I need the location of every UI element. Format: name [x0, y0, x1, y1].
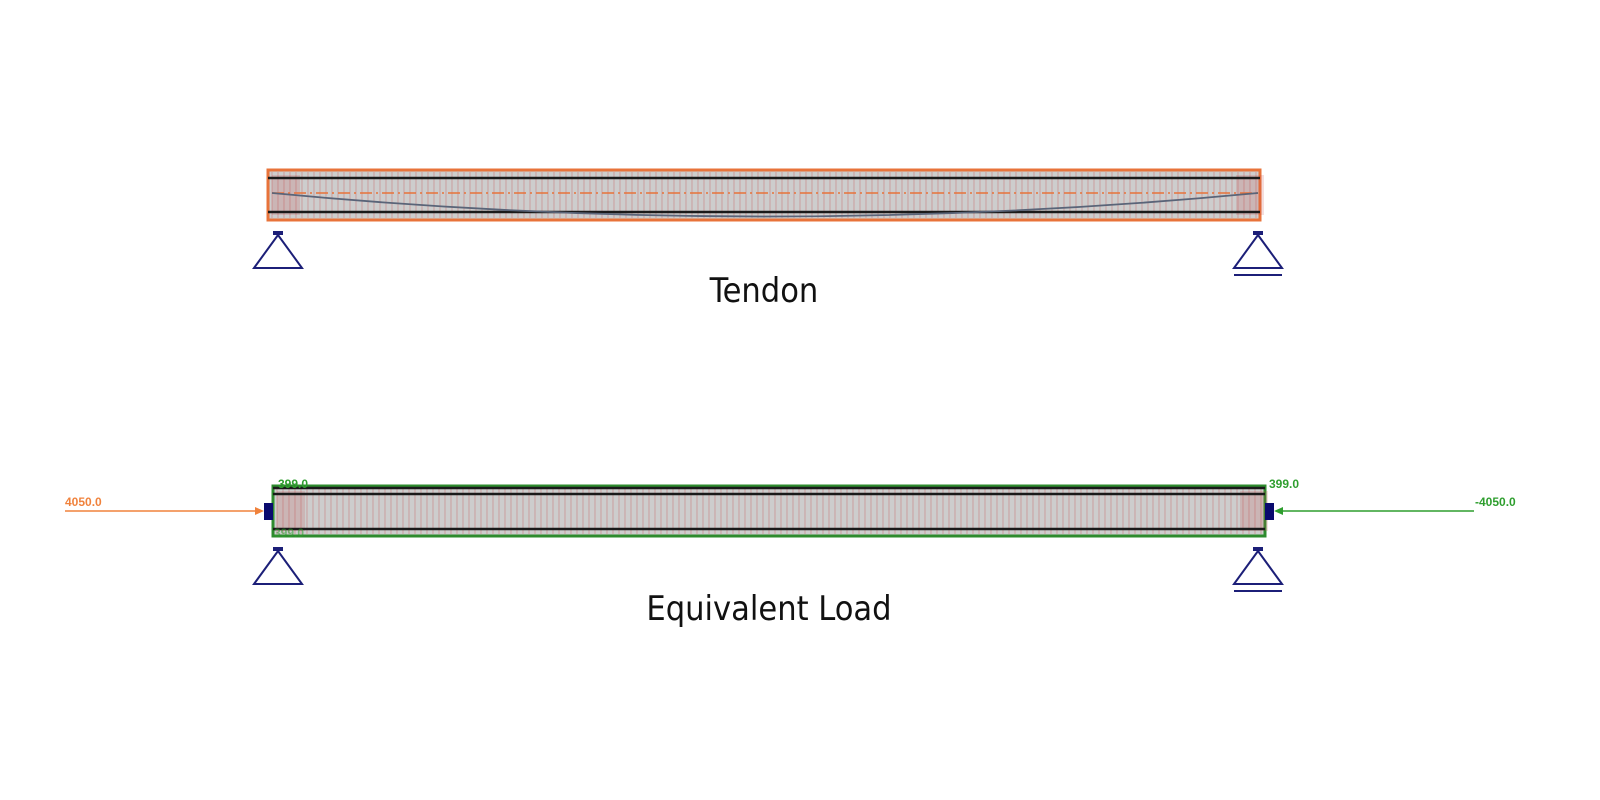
- equivalent-load-diagram: 4050.0 -4050.0 399.0 399.0 399.0 Equival…: [65, 477, 1516, 629]
- right-top-moment-label: 399.0: [1269, 477, 1299, 491]
- tendon-profile-curve: [271, 192, 1259, 218]
- tendon-beam-hatching: [271, 172, 1257, 218]
- load-left-end-zone: [277, 491, 305, 531]
- left-top-moment-label: 399.0: [278, 477, 308, 491]
- load-beam-hatching: [276, 489, 1262, 534]
- pin-support-icon: [252, 547, 304, 585]
- roller-support-icon: [1232, 547, 1284, 592]
- right-axial-load-label: -4050.0: [1475, 495, 1516, 509]
- right-axial-load-arrow-icon: [1274, 507, 1474, 515]
- left-axial-load-label: 4050.0: [65, 495, 102, 509]
- equivalent-load-caption: Equivalent Load: [646, 589, 891, 629]
- left-anchor-icon: [264, 503, 273, 520]
- load-right-end-zone: [1240, 491, 1268, 531]
- right-anchor-icon: [1265, 503, 1274, 520]
- tendon-diagram: Tendon: [252, 168, 1284, 311]
- left-bottom-moment-label: 399.0: [274, 526, 304, 540]
- tendon-caption: Tendon: [709, 271, 819, 311]
- roller-support-icon: [1232, 231, 1284, 276]
- pin-support-icon: [252, 231, 304, 269]
- left-axial-load-arrow-icon: [65, 507, 264, 515]
